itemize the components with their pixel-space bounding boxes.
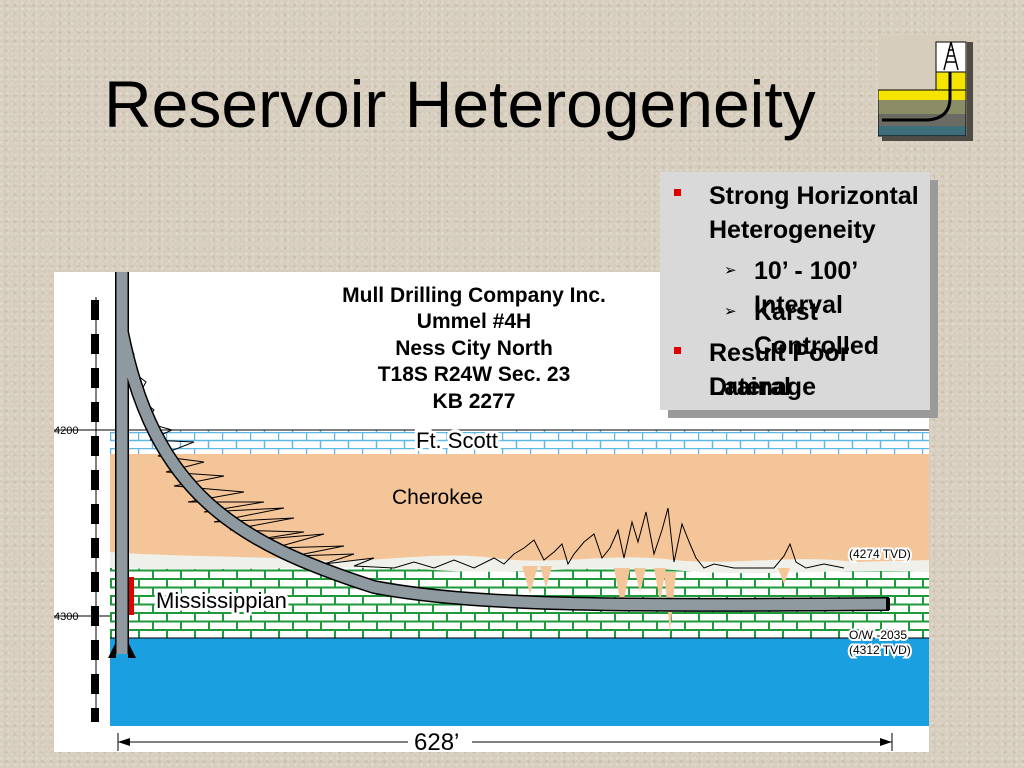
bullet-2-line-2: Drainage bbox=[709, 373, 816, 401]
sub-bullet-2: Karst Controlled bbox=[754, 298, 879, 360]
cherokee-layer bbox=[110, 454, 929, 574]
bullet-panel: Strong Horizontal Heterogeneity ➢ 10’ - … bbox=[660, 172, 930, 410]
formation-label-cherokee: Cherokee bbox=[392, 486, 483, 509]
perforation-marker bbox=[128, 577, 134, 615]
cross-section-panel: 4200 4300 Ft. Scott Cherokee M bbox=[54, 272, 929, 752]
reservoir-cross-section: 4200 4300 Ft. Scott Cherokee M bbox=[54, 272, 929, 752]
log-trace bbox=[119, 311, 845, 569]
bullet-marker bbox=[674, 189, 681, 196]
well-field: Ness City North bbox=[395, 337, 553, 360]
bullet-marker bbox=[674, 347, 681, 354]
well-kb: KB 2277 bbox=[432, 390, 516, 413]
well-company: Mull Drilling Company Inc. bbox=[342, 284, 606, 307]
formation-label-mississippian: Mississippian bbox=[156, 588, 287, 613]
arrow-bullet-icon: ➢ bbox=[724, 303, 737, 320]
bullet-1-line-1: Strong Horizontal bbox=[709, 182, 919, 210]
ft-scott-layer bbox=[110, 430, 929, 454]
depth-ruler-ticks bbox=[91, 300, 99, 722]
drilling-rig-logo bbox=[878, 36, 975, 142]
bullet-2-line-1: Result Poor Lateral bbox=[709, 339, 850, 401]
well-location: T18S R24W Sec. 23 bbox=[377, 363, 571, 386]
depth-label-4200: 4200 bbox=[54, 425, 78, 437]
well-name: Ummel #4H bbox=[416, 310, 532, 333]
ow-contact-annotation: O/W -2035 bbox=[849, 628, 907, 642]
water-zone bbox=[110, 638, 929, 726]
bullet-1-line-2: Heterogeneity bbox=[709, 216, 876, 244]
tvd-annotation-top: (4274 TVD) bbox=[849, 547, 911, 561]
scale-bar-label: 628’ bbox=[414, 729, 459, 752]
sub-bullet-1: 10’ - 100’ Interval bbox=[754, 257, 857, 319]
slide-title: Reservoir Heterogeneity bbox=[104, 67, 816, 141]
arrow-bullet-icon: ➢ bbox=[724, 262, 737, 279]
well-shoe bbox=[108, 642, 136, 658]
formation-label-ft-scott: Ft. Scott bbox=[416, 428, 498, 453]
depth-label-4300: 4300 bbox=[54, 611, 78, 623]
tvd-annotation-bottom: (4312 TVD) bbox=[849, 643, 911, 657]
